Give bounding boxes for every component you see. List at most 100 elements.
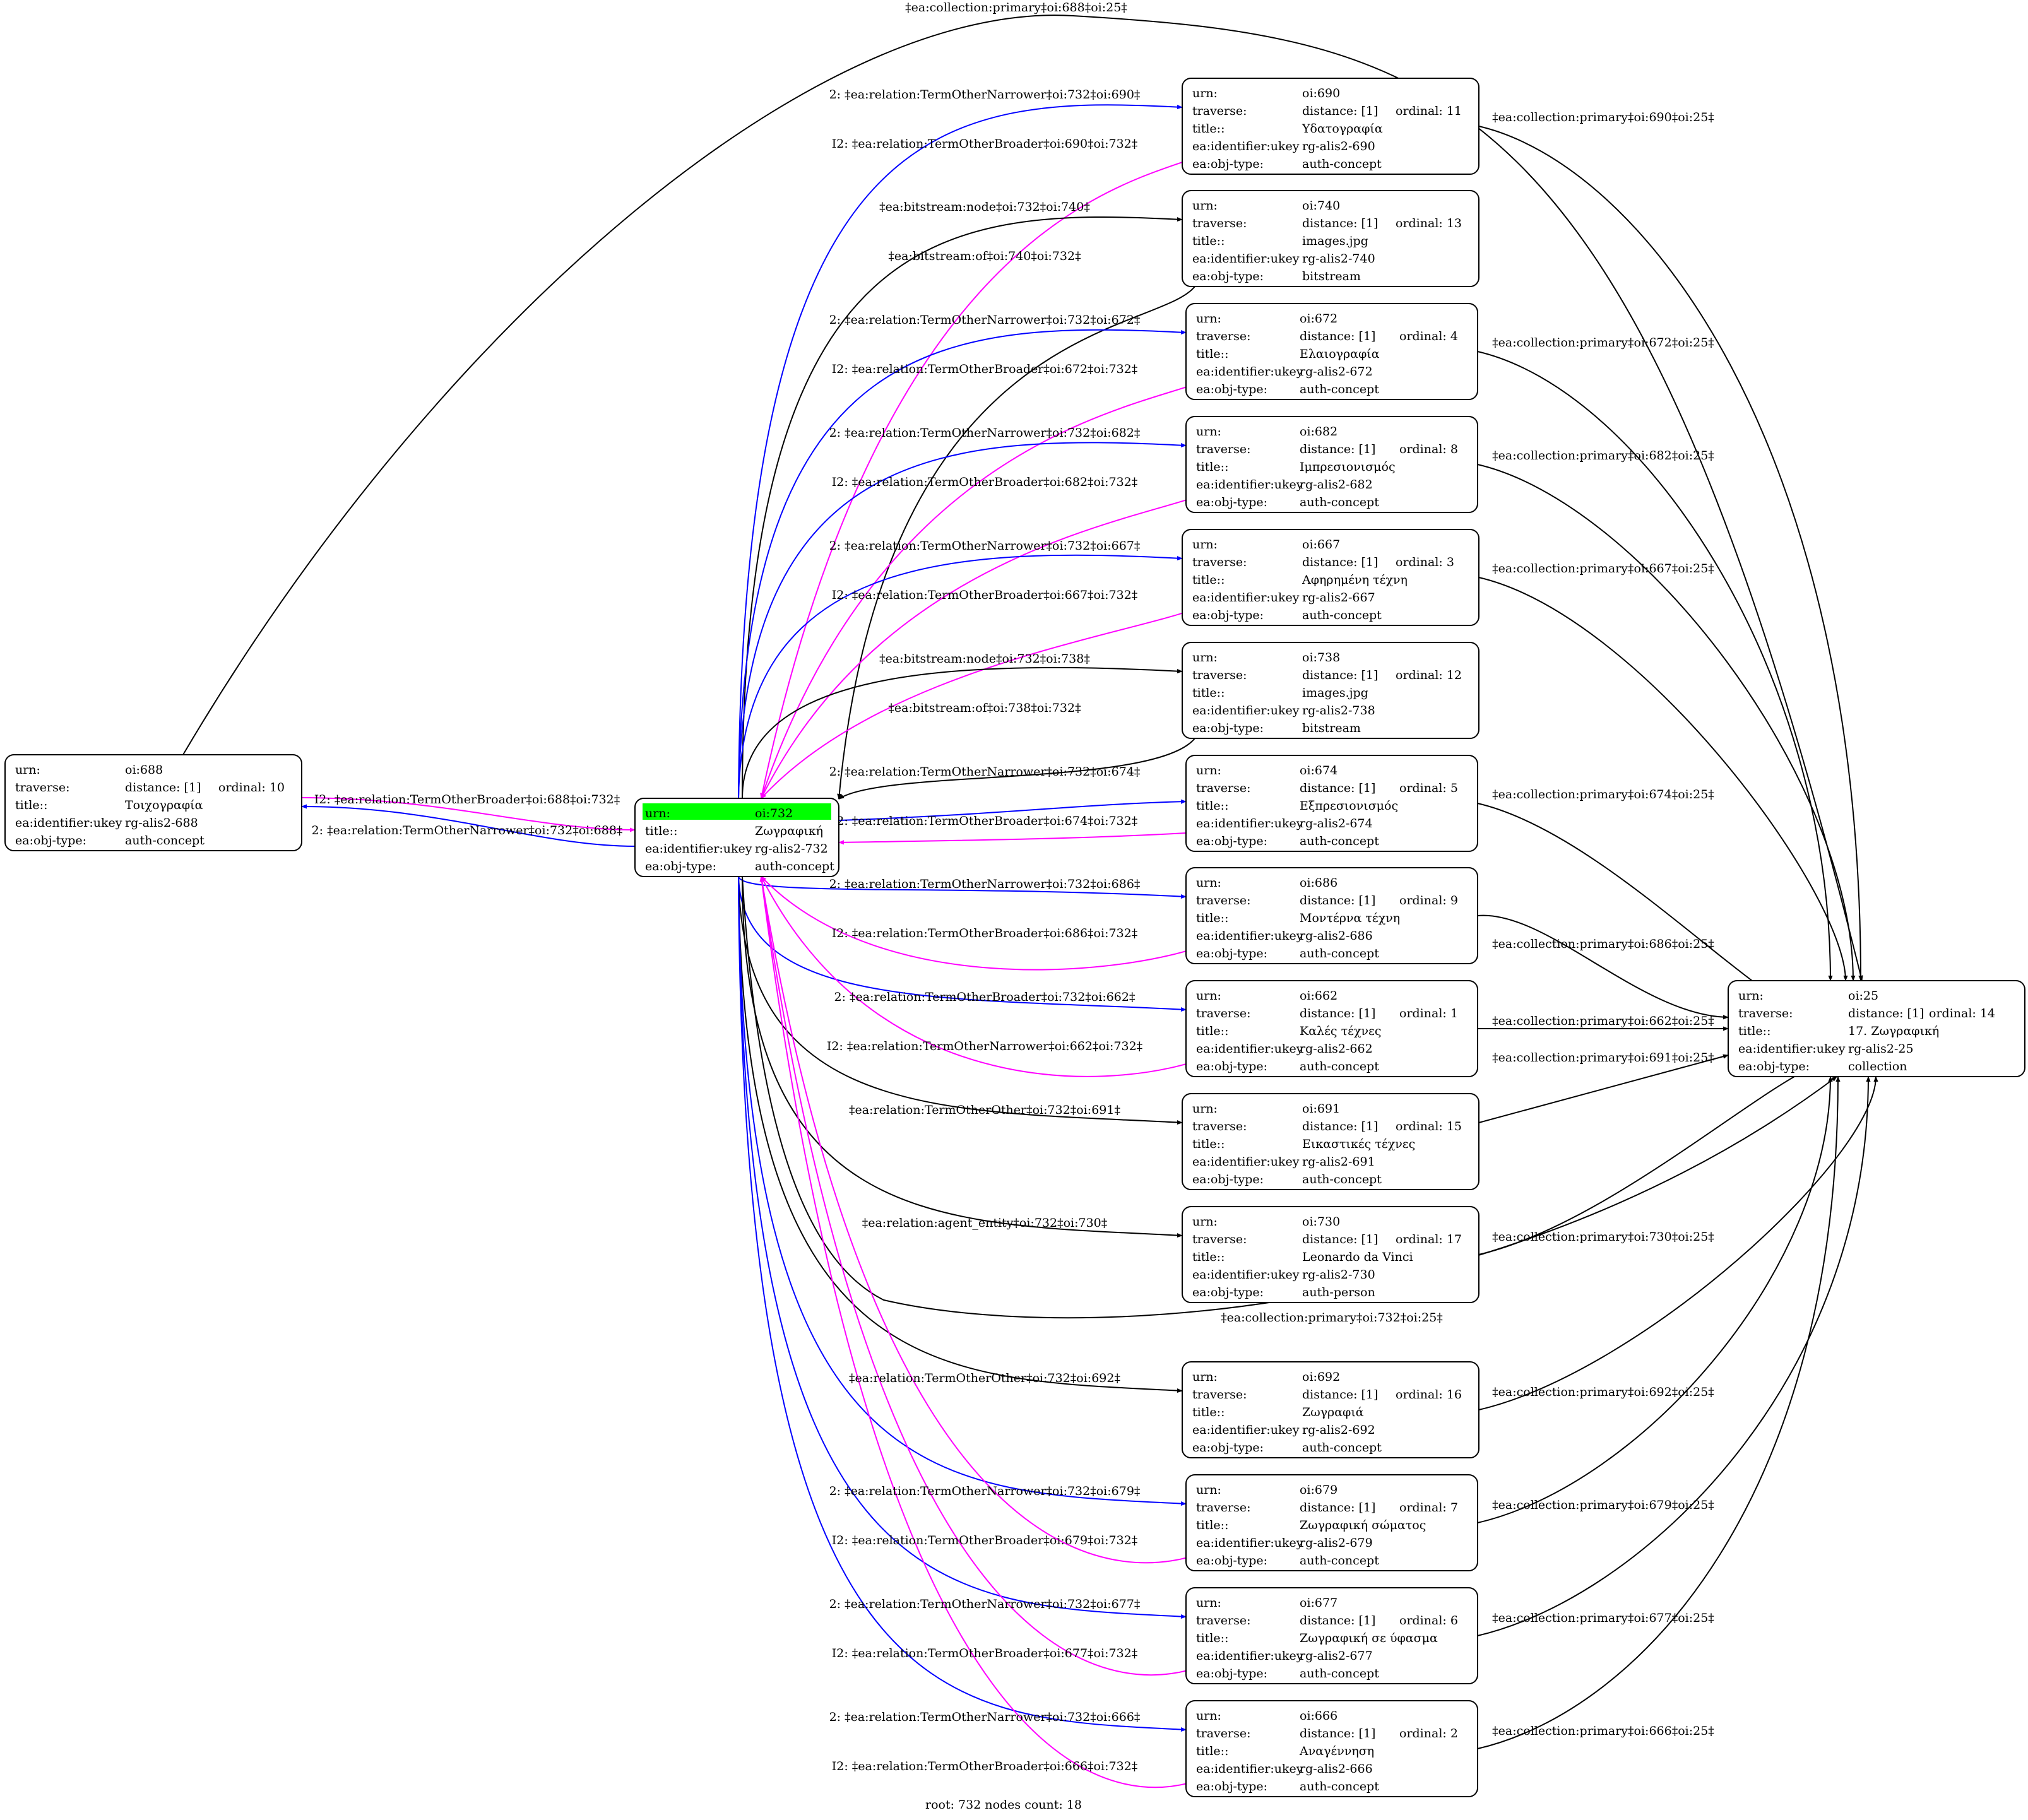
node-732[interactable]: urn:oi:732title::Ζωγραφικήea:identifier:… — [634, 798, 839, 877]
edge-label: ‡ea:collection:primary‡oi:686‡oi:25‡ — [1492, 937, 1714, 951]
node-value: distance: [1] — [1302, 555, 1378, 569]
node-box — [1185, 416, 1478, 513]
edge-label: I2: ‡ea:relation:TermOtherBroader‡oi:672… — [832, 362, 1138, 376]
edge-label: 2: ‡ea:relation:TermOtherNarrower‡oi:732… — [829, 1597, 1141, 1611]
edge-732-to-679 — [738, 876, 1187, 1506]
node-ordinal: ordinal: 17 — [1396, 1232, 1462, 1246]
edge-label: I2: ‡ea:relation:TermOtherBroader‡oi:679… — [832, 1533, 1138, 1547]
node-value: auth-concept — [1300, 1780, 1379, 1793]
edge-label: ‡ea:collection:primary‡oi:672‡oi:25‡ — [1492, 336, 1714, 350]
node-key: ea:obj-type: — [1196, 495, 1267, 509]
node-key: ea:obj-type: — [1192, 1173, 1264, 1186]
edge-label: ‡ea:collection:primary‡oi:667‡oi:25‡ — [1492, 562, 1714, 576]
node-key: urn: — [1738, 989, 1764, 1003]
node-value: 17. Ζωγραφική — [1848, 1024, 1939, 1038]
node-key: traverse: — [1196, 1007, 1251, 1020]
edge-label: I2: ‡ea:relation:TermOtherBroader‡oi:682… — [832, 475, 1138, 489]
node-box — [1182, 1093, 1479, 1190]
node-box — [4, 754, 302, 851]
node-box — [1182, 1361, 1479, 1458]
node-key: traverse: — [1196, 329, 1251, 343]
edge-label: ‡ea:relation:TermOtherOther‡oi:732‡oi:69… — [849, 1371, 1120, 1385]
node-box — [1185, 1587, 1478, 1684]
node-value: distance: [1] — [1302, 104, 1378, 118]
node-key: urn: — [15, 763, 40, 777]
node-value: Leonardo da Vinci — [1302, 1250, 1413, 1264]
node-key: title:: — [1196, 911, 1228, 925]
node-box — [1182, 529, 1479, 626]
edge-732-to-677 — [738, 876, 1187, 1619]
edge-label: 2: ‡ea:relation:TermOtherNarrower‡oi:732… — [829, 765, 1141, 779]
node-key: title:: — [1196, 1744, 1228, 1758]
node-box — [1185, 980, 1478, 1077]
node-value: distance: [1] — [1300, 781, 1375, 795]
node-value: auth-concept — [1300, 382, 1379, 396]
edge-667-to-732 — [761, 606, 1202, 799]
edges-layer — [182, 15, 1878, 1788]
node-key: ea:identifier:ukey — [1738, 1042, 1846, 1056]
node-key: title:: — [1196, 347, 1228, 361]
node-value: rg-alis2-688 — [125, 816, 198, 830]
node-key: urn: — [1196, 876, 1221, 890]
node-ordinal: ordinal: 7 — [1399, 1501, 1458, 1515]
node-key: title:: — [1738, 1024, 1770, 1038]
node-key: ea:obj-type: — [1738, 1060, 1810, 1073]
node-value: rg-alis2-691 — [1302, 1155, 1375, 1169]
edge-666-to-25 — [1477, 1076, 1841, 1749]
node-box — [1182, 1206, 1479, 1303]
node-value: auth-concept — [1300, 947, 1379, 960]
node-key: traverse: — [1196, 442, 1251, 456]
node-value: oi:672 — [1300, 312, 1337, 326]
edge-732-to-692 — [738, 876, 1183, 1393]
edge-732-to-690 — [738, 104, 1183, 799]
node-key: ea:obj-type: — [1192, 721, 1264, 735]
node-key: ea:obj-type: — [1196, 1554, 1267, 1568]
edge-label: ‡ea:relation:TermOtherOther‡oi:732‡oi:69… — [849, 1103, 1120, 1117]
edge-732-to-691 — [738, 876, 1183, 1125]
node-key: ea:identifier:ukey — [1196, 365, 1303, 379]
node-value: rg-alis2-730 — [1302, 1268, 1375, 1282]
node-key: urn: — [1196, 1596, 1221, 1610]
node-value: bitstream — [1302, 721, 1361, 735]
node-ordinal: ordinal: 9 — [1399, 894, 1458, 907]
node-value: oi:730 — [1302, 1215, 1340, 1229]
edge-label: 2: ‡ea:relation:TermOtherNarrower‡oi:732… — [829, 539, 1141, 553]
node-value: rg-alis2-667 — [1302, 591, 1375, 605]
node-value: images.jpg — [1302, 686, 1368, 700]
node-value: distance: [1] — [1300, 1727, 1375, 1740]
node-value: oi:666 — [1300, 1709, 1337, 1723]
edge-732-to-686 — [738, 876, 1187, 899]
edge-label: ‡ea:bitstream:of‡oi:738‡oi:732‡ — [888, 701, 1081, 715]
node-value: auth-concept — [1300, 1060, 1379, 1073]
node-key: traverse: — [1192, 1388, 1247, 1402]
node-value: oi:732 — [755, 807, 793, 820]
node-key: ea:obj-type: — [1192, 1441, 1264, 1455]
node-value: distance: [1] — [1302, 668, 1378, 682]
node-key: ea:identifier:ukey — [1192, 1423, 1300, 1437]
edge-label: 2: ‡ea:relation:TermOtherNarrower‡oi:732… — [829, 1710, 1141, 1724]
node-key: urn: — [1196, 1483, 1221, 1497]
edge-label: ‡ea:collection:primary‡oi:690‡oi:25‡ — [1492, 110, 1714, 124]
node-value: distance: [1] — [1300, 1501, 1375, 1515]
edge-732-to-738 — [742, 666, 1183, 799]
node-value: rg-alis2-674 — [1300, 817, 1373, 830]
node-box — [1728, 980, 2025, 1077]
node-value: distance: [1] — [1300, 329, 1375, 343]
